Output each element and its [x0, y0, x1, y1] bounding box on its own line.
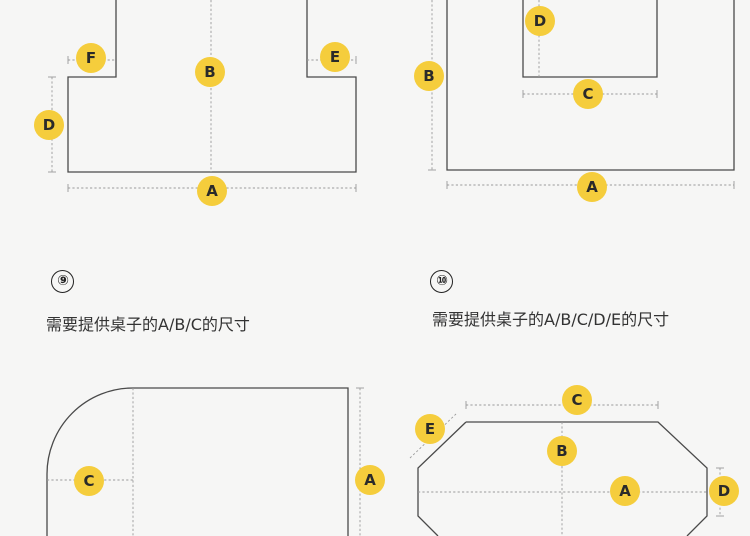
label-badge-c: C [562, 385, 592, 415]
label-badge-e: E [320, 42, 350, 72]
svg-text:E: E [330, 48, 340, 66]
label-badge-b: B [414, 61, 444, 91]
svg-text:A: A [206, 182, 218, 200]
svg-text:A: A [364, 471, 376, 489]
svg-text:C: C [582, 85, 593, 103]
svg-text:D: D [534, 12, 546, 30]
label-badge-f: F [76, 43, 106, 73]
label-badge-c: C [74, 466, 104, 496]
label-badge-c: C [573, 79, 603, 109]
section-caption-10: 需要提供桌子的A/B/C/D/E的尺寸 [432, 310, 670, 329]
svg-text:F: F [86, 49, 96, 67]
notched-table-outline [67, 0, 357, 173]
svg-text:A: A [619, 482, 631, 500]
svg-text:D: D [43, 116, 55, 134]
section-number-10: ⑩ [430, 270, 453, 293]
label-badge-b: B [547, 436, 577, 466]
label-badge-a: A [197, 176, 227, 206]
label-badge-a: A [610, 476, 640, 506]
half-round-table-outline [46, 387, 349, 536]
label-badge-a: A [355, 465, 385, 495]
diagram-half-round-table: C A [46, 387, 385, 536]
svg-text:C: C [83, 472, 94, 490]
section-caption-9: 需要提供桌子的A/B/C的尺寸 [46, 315, 250, 334]
label-badge-b: B [195, 57, 225, 87]
svg-text:B: B [423, 67, 434, 85]
svg-text:C: C [571, 391, 582, 409]
svg-text:D: D [718, 482, 730, 500]
label-badge-a: A [577, 172, 607, 202]
section-number-label: ⑩ [430, 270, 453, 293]
diagram-inset-table: D B C A [414, 0, 735, 202]
svg-text:E: E [425, 420, 435, 438]
section-number-9: ⑨ [51, 270, 74, 293]
svg-text:B: B [204, 63, 215, 81]
label-badge-d: D [34, 110, 64, 140]
diagram-notched-table: F B E D A [34, 0, 357, 206]
diagram-octagon-table: C E B A D [409, 385, 739, 536]
inner-rect-outline [522, 0, 658, 78]
svg-text:A: A [586, 178, 598, 196]
svg-text:B: B [556, 442, 567, 460]
section-number-label: ⑨ [51, 270, 74, 293]
outer-table-outline [446, 0, 735, 171]
label-badge-d: D [709, 476, 739, 506]
label-badge-d: D [525, 6, 555, 36]
label-badge-e: E [415, 414, 445, 444]
